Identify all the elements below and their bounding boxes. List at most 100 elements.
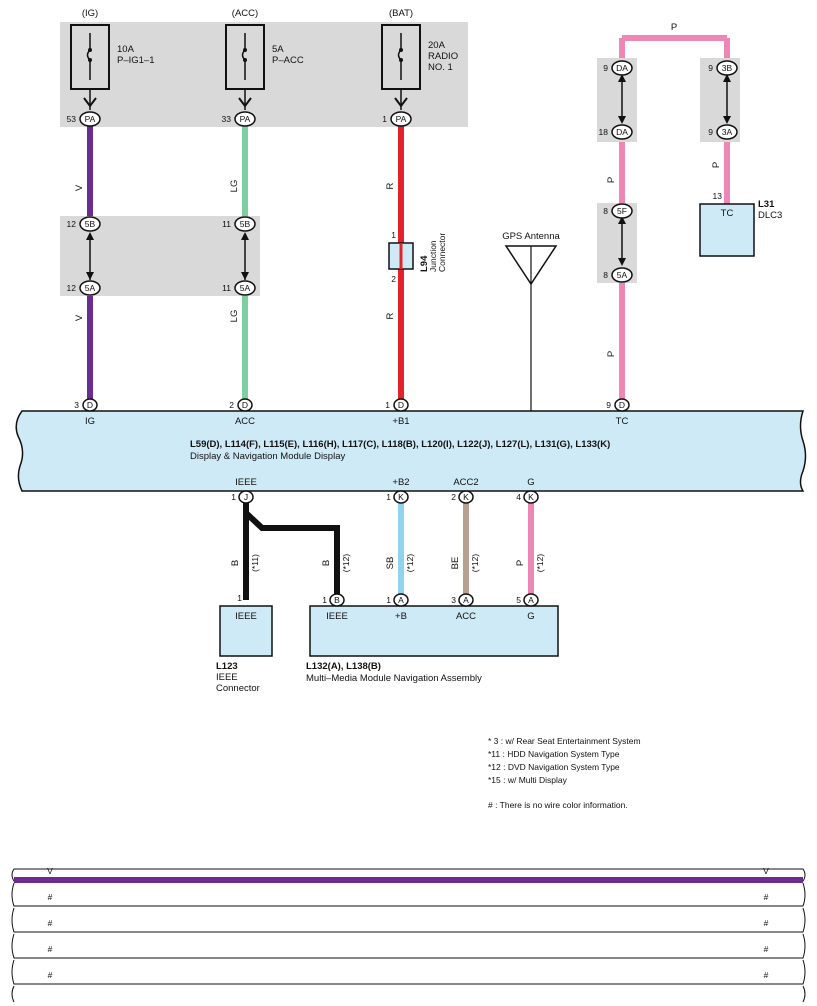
pin-bat-pa: 1 — [382, 114, 387, 124]
mm-pin-b-ieee-num: 1 — [322, 595, 327, 605]
display-pin-acc: D — [237, 398, 253, 412]
pin-ig-5a: 12 — [67, 283, 77, 293]
display-pin-k-b2-num: 1 — [386, 492, 391, 502]
l123-id: L123 — [216, 661, 238, 672]
wire-color-tc-lower: P — [606, 351, 617, 357]
conn-da-bottom: DA — [611, 124, 633, 140]
strip-row-1-left: # — [48, 892, 53, 902]
lower-wire-4-color: P — [515, 560, 526, 566]
wire-color-ig-lower: V — [74, 314, 85, 321]
display-bottom-label-ieee: IEEE — [235, 477, 257, 488]
strip-row-4-right: # — [764, 970, 769, 980]
l94-line2: Connector — [437, 233, 447, 272]
wire-color-ig-upper: V — [74, 184, 85, 191]
l94-pin-top: 1 — [391, 230, 396, 240]
display-pin-k-acc2: K — [458, 490, 474, 504]
conn-5a-tc: 5A — [611, 267, 633, 283]
l123-line1: IEEE — [216, 672, 238, 683]
lower-wire-2-color: SB — [385, 557, 396, 570]
f5-double-arrow — [618, 216, 626, 266]
wire-color-tc-upper: P — [606, 177, 617, 183]
fuse-ig-header: (IG) — [82, 8, 98, 19]
mm-pin-a-g-label: G — [527, 611, 534, 622]
svg-text:5B: 5B — [240, 219, 251, 229]
gps-antenna-label: GPS Antenna — [502, 231, 560, 242]
svg-text:3A: 3A — [722, 127, 733, 137]
wire-color-dlc: P — [711, 162, 722, 168]
strip-row-0-left: V — [47, 866, 53, 876]
fuse-acc-header: (ACC) — [232, 8, 258, 19]
conn-da-top: DA — [611, 60, 633, 76]
conn-acc-pa: PA — [234, 111, 256, 127]
l123-pin: 1 — [237, 593, 242, 603]
pin-acc-pa: 33 — [222, 114, 232, 124]
svg-text:A: A — [463, 595, 469, 605]
wire-color-tc-top: P — [671, 22, 677, 33]
wire-color-acc-lower: LG — [229, 310, 240, 323]
display-pin-ig-label: IG — [85, 416, 95, 427]
strip-row-2-right: # — [764, 918, 769, 928]
fuse-acc — [225, 24, 265, 110]
svg-text:5F: 5F — [617, 206, 627, 216]
display-pin-b1-label: +B1 — [392, 416, 409, 427]
l123-box — [219, 605, 273, 657]
l31-id: L31 — [758, 199, 775, 210]
pin-5f: 8 — [603, 206, 608, 216]
svg-text:D: D — [242, 400, 248, 410]
display-pin-k-g-num: 4 — [516, 492, 521, 502]
pin-ig-pa: 53 — [67, 114, 77, 124]
svg-text:K: K — [398, 492, 404, 502]
strip-row-3-left: # — [48, 944, 53, 954]
strip-row-0-right: V — [763, 866, 769, 876]
svg-text:D: D — [619, 400, 625, 410]
display-pin-tc-label: TC — [616, 416, 629, 427]
l31-pin: 13 — [713, 191, 723, 201]
fuse-ig-rating: 10A — [117, 44, 135, 55]
mm-pin-a-acc-num: 3 — [451, 595, 456, 605]
svg-text:5B: 5B — [85, 219, 96, 229]
note-0: * 3 : w/ Rear Seat Entertainment System — [488, 736, 641, 746]
strip-row-2-left: # — [48, 918, 53, 928]
l94-id: L94 — [419, 255, 430, 272]
l123-terminal: IEEE — [235, 611, 257, 622]
lower-wire-0-color: B — [230, 560, 241, 566]
lower-wire-1-color: B — [321, 560, 332, 566]
bottom-wire-strip — [11, 868, 806, 1003]
note-1: *11 : HDD Navigation System Type — [488, 749, 620, 759]
svg-text:5A: 5A — [240, 283, 251, 293]
svg-text:D: D — [87, 400, 93, 410]
pin-da-bottom: 18 — [599, 127, 609, 137]
fuse-ig — [70, 24, 110, 110]
display-bottom-label-g: G — [527, 477, 534, 488]
display-pin-ig: D — [82, 398, 98, 412]
wire-color-acc-upper: LG — [229, 180, 240, 193]
display-module-name: Display & Navigation Module Display — [190, 451, 345, 462]
pin-ig-5b: 12 — [67, 219, 77, 229]
wire-color-bat-lower: R — [385, 312, 396, 319]
mm-pin-a-b-label: +B — [395, 611, 407, 622]
svg-text:3B: 3B — [722, 63, 733, 73]
mm-pin-a-b: A — [393, 593, 409, 607]
display-pin-tc: D — [614, 398, 630, 412]
b3-double-arrow — [723, 74, 731, 124]
note-4: # : There is no wire color information. — [488, 800, 628, 810]
svg-text:PA: PA — [85, 114, 96, 124]
lower-wire-4-note: (*12) — [535, 554, 545, 573]
l31-name: DLC3 — [758, 210, 782, 221]
svg-text:DA: DA — [616, 63, 628, 73]
note-2: *12 : DVD Navigation System Type — [488, 762, 620, 772]
svg-text:DA: DA — [616, 127, 628, 137]
conn-ig-pa: PA — [79, 111, 101, 127]
svg-text:5A: 5A — [617, 270, 628, 280]
mm-module-name: Multi–Media Module Navigation Assembly — [306, 673, 482, 684]
svg-text:J: J — [244, 492, 248, 502]
pin-da-top: 9 — [603, 63, 608, 73]
pin-3a: 9 — [708, 127, 713, 137]
fuse-acc-name: P–ACC — [272, 55, 304, 66]
display-pin-b1-num: 1 — [385, 400, 390, 410]
pin-acc-5a: 11 — [222, 283, 231, 293]
svg-text:PA: PA — [240, 114, 251, 124]
svg-text:A: A — [528, 595, 534, 605]
da-double-arrow — [618, 74, 626, 124]
